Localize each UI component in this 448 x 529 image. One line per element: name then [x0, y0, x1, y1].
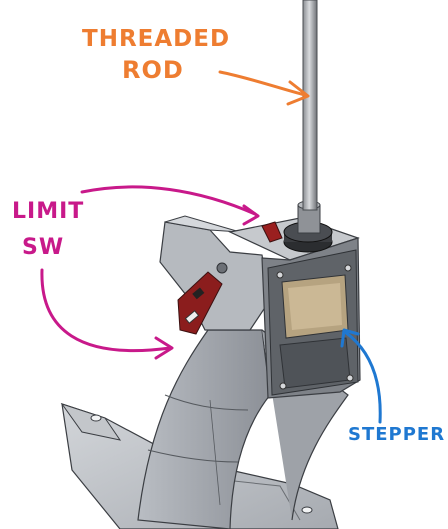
annotation-stepper: STEPPER — [340, 328, 445, 445]
gear-coupling — [283, 200, 333, 253]
stepper-label: STEPPER — [348, 424, 445, 445]
limit-sw-label-line2: SW — [22, 235, 64, 260]
threaded-rod-label-line1: THREADED — [82, 26, 230, 52]
stepper-arrow — [343, 330, 382, 424]
threaded-rod-arrow — [218, 70, 307, 97]
limit-sw-arrow-top — [80, 185, 257, 216]
annotation-limit-sw: LIMIT SW — [12, 185, 260, 360]
annotation-threaded-rod: THREADED ROD — [82, 26, 310, 106]
limit-switch — [177, 271, 223, 335]
threaded-rod-label-line2: ROD — [122, 56, 184, 84]
threaded-rod — [302, 0, 318, 211]
limit-sw-label-line1: LIMIT — [12, 199, 84, 224]
limit-sw-arrow-bottom — [40, 268, 172, 353]
